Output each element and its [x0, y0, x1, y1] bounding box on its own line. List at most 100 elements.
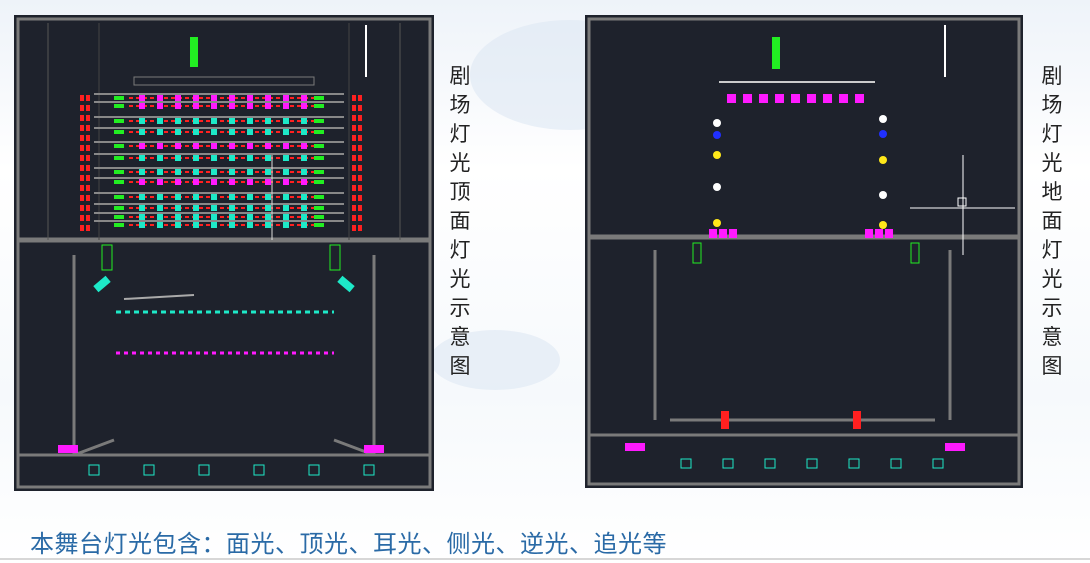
light-fixture	[247, 143, 253, 149]
light-fixture	[301, 95, 307, 101]
light-fixture	[247, 194, 253, 200]
batten-pipe	[133, 76, 315, 86]
light-fixture	[175, 118, 181, 124]
fixture-dimmer	[314, 156, 324, 160]
follow-spot-booth	[329, 244, 341, 271]
slide-caption: 本舞台灯光包含：面光、顶光、耳光、侧光、逆光、追光等	[30, 530, 667, 558]
side-light	[86, 165, 90, 171]
side-light	[352, 115, 356, 121]
light-fixture	[283, 194, 289, 200]
side-light	[358, 155, 362, 161]
light-fixture	[157, 194, 163, 200]
side-light	[86, 115, 90, 121]
floor-light	[879, 221, 887, 229]
light-fixture	[247, 118, 253, 124]
fixture-dimmer	[314, 144, 324, 148]
light-fixture	[265, 129, 271, 135]
fixture-dimmer	[314, 223, 324, 227]
light-fixture	[265, 169, 271, 175]
side-light	[80, 185, 84, 191]
light-fixture	[139, 155, 145, 161]
light-fixture	[301, 118, 307, 124]
light-fixture	[265, 155, 271, 161]
light-fixture	[283, 103, 289, 109]
side-light	[358, 145, 362, 151]
light-fixture	[193, 129, 199, 135]
light-fixture	[301, 155, 307, 161]
light-fixture	[139, 205, 145, 211]
floor-fixture	[791, 94, 800, 103]
side-light	[358, 195, 362, 201]
label-tag	[625, 443, 645, 451]
ground-fixture	[890, 458, 902, 469]
floor-light	[713, 183, 721, 191]
footer-divider	[0, 558, 1090, 560]
side-light	[352, 105, 356, 111]
light-fixture	[157, 222, 163, 228]
side-light	[358, 185, 362, 191]
light-fixture	[265, 214, 271, 220]
side-light	[86, 205, 90, 211]
light-fixture	[211, 129, 217, 135]
light-fixture	[211, 222, 217, 228]
light-fixture	[157, 95, 163, 101]
light-fixture	[211, 205, 217, 211]
light-fixture	[265, 95, 271, 101]
side-light	[358, 175, 362, 181]
light-fixture	[175, 205, 181, 211]
light-fixture	[211, 143, 217, 149]
ground-fixture	[88, 464, 100, 476]
light-fixture	[175, 194, 181, 200]
side-light	[80, 125, 84, 131]
floor-fixture	[885, 229, 893, 238]
floor-fixture	[823, 94, 832, 103]
light-fixture	[247, 205, 253, 211]
light-fixture	[139, 214, 145, 220]
fixture-dimmer	[314, 206, 324, 210]
floor-light	[879, 191, 887, 199]
fixture-dimmer	[114, 195, 124, 199]
light-fixture	[229, 118, 235, 124]
follow-spot-booth	[692, 242, 702, 264]
floor-light	[879, 115, 887, 123]
light-fixture	[211, 194, 217, 200]
light-fixture	[193, 143, 199, 149]
side-light	[358, 135, 362, 141]
light-fixture	[157, 214, 163, 220]
light-fixture	[193, 179, 199, 185]
side-light	[80, 135, 84, 141]
side-light	[80, 225, 84, 231]
light-fixture	[229, 103, 235, 109]
light-fixture	[283, 222, 289, 228]
ceiling-plan-label: 剧场灯光顶面灯光示意图	[449, 64, 471, 378]
light-fixture	[229, 205, 235, 211]
light-fixture	[229, 179, 235, 185]
light-fixture	[193, 214, 199, 220]
ground-fixture	[806, 458, 818, 469]
side-light	[86, 135, 90, 141]
floor-fixture	[855, 94, 864, 103]
light-fixture	[157, 143, 163, 149]
side-light	[352, 165, 356, 171]
light-fixture	[193, 118, 199, 124]
light-fixture	[301, 194, 307, 200]
floor-light	[879, 156, 887, 164]
light-fixture	[211, 118, 217, 124]
side-light	[80, 165, 84, 171]
side-light	[86, 185, 90, 191]
light-fixture	[139, 222, 145, 228]
side-light	[86, 195, 90, 201]
fixture-dimmer	[114, 156, 124, 160]
side-light	[86, 175, 90, 181]
light-fixture	[265, 118, 271, 124]
light-fixture	[139, 179, 145, 185]
side-light	[358, 125, 362, 131]
stage-label	[190, 37, 198, 67]
fixture-dimmer	[314, 119, 324, 123]
follow-spot	[93, 275, 111, 293]
drawing-line	[73, 438, 115, 457]
side-light	[358, 105, 362, 111]
side-light	[358, 165, 362, 171]
side-light	[352, 135, 356, 141]
light-fixture	[175, 143, 181, 149]
